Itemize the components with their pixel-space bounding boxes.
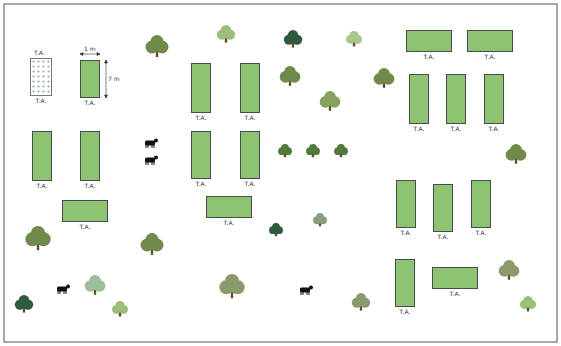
bed-label: T.A.	[401, 230, 412, 236]
garden-bed: T.A.	[406, 30, 452, 52]
bed-label: T.A.	[424, 54, 435, 60]
garden-bed: T.A.	[240, 63, 260, 113]
garden-bed: T.A.	[395, 259, 415, 307]
bed-label: T.A.	[85, 183, 96, 189]
garden-bed: T.A.	[433, 184, 453, 232]
bed-rect	[432, 267, 478, 289]
bed-label: T.A.	[196, 181, 207, 187]
garden-bed: T.A.	[409, 74, 429, 124]
bed-rect	[433, 184, 453, 232]
bed-rect	[471, 180, 491, 228]
dimension-label: 7 m	[108, 76, 120, 82]
bed-rect	[406, 30, 452, 52]
bed-rect	[240, 131, 260, 179]
bed-label: T.A.	[245, 181, 256, 187]
garden-bed: T.A.	[467, 30, 513, 52]
garden-bed: T.A.	[471, 180, 491, 228]
bed-rect	[80, 60, 100, 98]
bed-rect	[206, 196, 252, 218]
bed-rect	[446, 74, 466, 124]
garden-bed: T.A.	[484, 74, 504, 124]
bed-label: T.A.	[37, 183, 48, 189]
garden-bed: T.A.	[206, 196, 252, 218]
bed-rect	[191, 131, 211, 179]
bed-rect	[395, 259, 415, 307]
bed-label: T.A.	[438, 234, 449, 240]
bed-label: T.A.	[451, 126, 462, 132]
bed-rect	[191, 63, 211, 113]
bed-label: T.A.	[485, 54, 496, 60]
bed-label: T.A.	[85, 100, 96, 106]
bed-label: T.A.	[34, 50, 45, 56]
bed-rect	[62, 200, 108, 222]
bed-label: T.A.	[414, 126, 425, 132]
garden-bed: T.A.	[80, 60, 100, 98]
garden-bed: T.A.	[432, 267, 478, 289]
bed-label: T.A.	[489, 126, 500, 132]
bed-label: T.A.	[400, 309, 411, 315]
bed-label: T.A.	[196, 115, 207, 121]
bed-label: T.A.	[245, 115, 256, 121]
bed-rect	[80, 131, 100, 181]
garden-bed: T.A.	[240, 131, 260, 179]
garden-bed: T.A.	[191, 63, 211, 113]
dimension-label: 1 m	[84, 46, 96, 52]
frame	[4, 4, 557, 342]
dimension-lines	[80, 53, 108, 99]
bed-rect	[396, 180, 416, 228]
garden-bed: T.A.	[32, 131, 52, 181]
bed-label: T.A.	[450, 291, 461, 297]
bed-rect	[467, 30, 513, 52]
trees	[15, 25, 536, 316]
garden-bed: T.A.	[191, 131, 211, 179]
garden-bed: T.A.	[30, 58, 52, 96]
bed-rect	[240, 63, 260, 113]
bed-label: T.A.	[476, 230, 487, 236]
garden-bed: T.A.	[62, 200, 108, 222]
garden-bed: T.A.	[396, 180, 416, 228]
bed-rect	[409, 74, 429, 124]
bed-rect	[30, 58, 52, 96]
garden-bed: T.A.	[446, 74, 466, 124]
bed-label: T.A.	[80, 224, 91, 230]
bed-rect	[32, 131, 52, 181]
bed-rect	[484, 74, 504, 124]
bed-label: T.A.	[224, 220, 235, 226]
bed-label: T.A.	[36, 98, 47, 104]
garden-bed: T.A.	[80, 131, 100, 181]
